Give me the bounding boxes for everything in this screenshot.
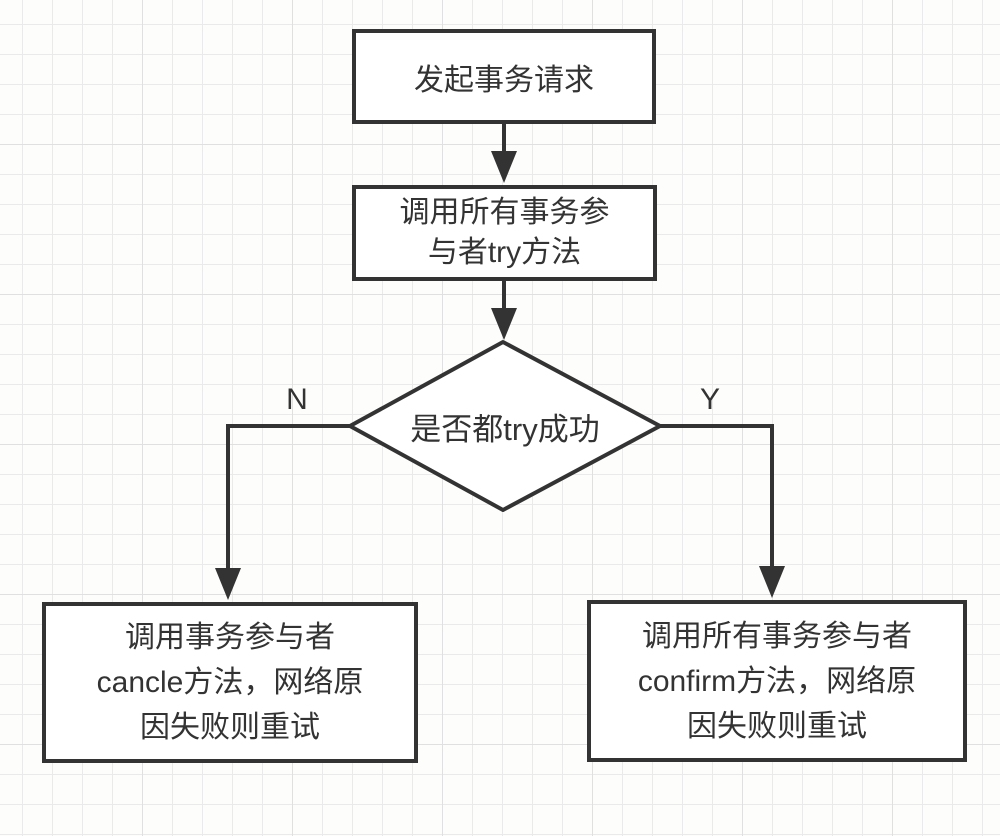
node-call-confirm-method: 调用所有事务参与者 confirm方法，网络原 因失败则重试 [587, 600, 967, 762]
edge-label-no: N [286, 383, 308, 416]
decision-all-try-success-label: 是否都try成功 [410, 411, 600, 447]
node-start-transaction-request: 发起事务请求 [352, 29, 656, 124]
node-call-cancel-method: 调用事务参与者 cancle方法，网络原 因失败则重试 [42, 602, 418, 763]
node-call-try-method: 调用所有事务参 与者try方法 [352, 185, 657, 281]
edge-decision-to-cancel [226, 424, 352, 570]
decision-diamond-shape [348, 340, 662, 512]
edge-decision-to-confirm [658, 424, 774, 568]
edge-label-yes: Y [699, 383, 720, 416]
arrowhead-down-icon [491, 151, 517, 183]
arrowhead-down-icon [215, 568, 241, 600]
arrowhead-down-icon [759, 566, 785, 598]
arrowhead-down-icon [491, 308, 517, 340]
